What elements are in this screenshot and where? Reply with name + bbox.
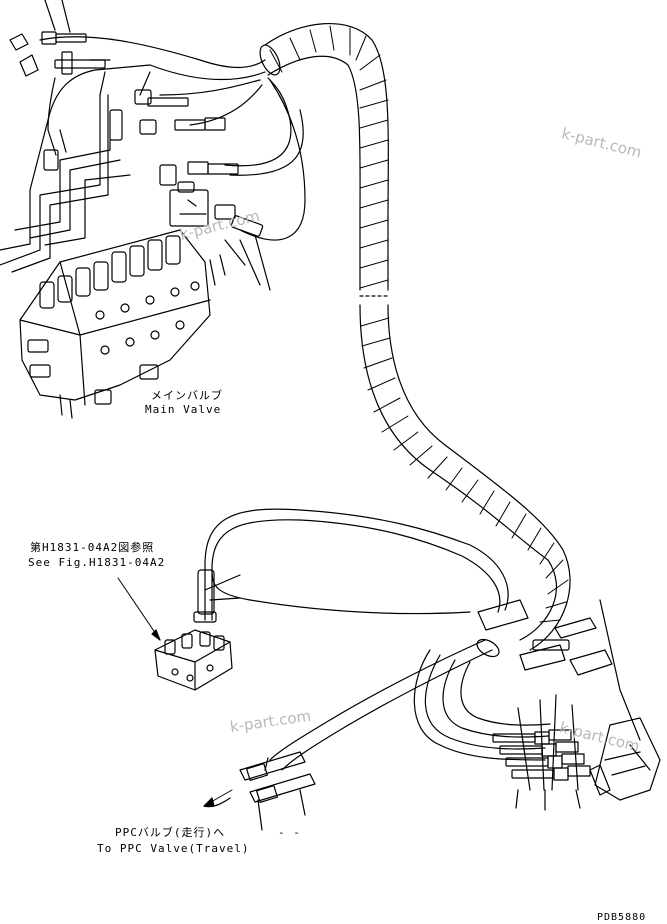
main-valve-label-en: Main Valve: [145, 403, 222, 416]
main-valve-assembly: [19, 181, 211, 419]
see-fig-label-en: See Fig.H1831-04A2: [28, 556, 166, 569]
pilot-hoses: [0, 0, 306, 291]
hose-loop-small-valve: [193, 508, 509, 623]
hose-bundle-lower: [269, 638, 551, 771]
drawing-code: PDB5880: [597, 912, 647, 923]
ppc-valve-label-en: To PPC Valve(Travel): [97, 842, 250, 855]
ppc-valve-leader-dashes: - -: [278, 826, 301, 839]
spiral-hose-guard: [259, 23, 571, 651]
small-valve-block: [117, 577, 233, 691]
see-fig-label-jp: 第H1831-04A2図参照: [30, 541, 155, 554]
ppc-hose-fittings: [203, 751, 316, 831]
ppc-valve-label-jp: PPCバルブ(走行)へ: [115, 826, 226, 839]
mounting-bracket: [519, 599, 661, 801]
hose-connectors-right: [492, 694, 591, 811]
main-valve-label-jp: メインバルブ: [151, 389, 223, 402]
